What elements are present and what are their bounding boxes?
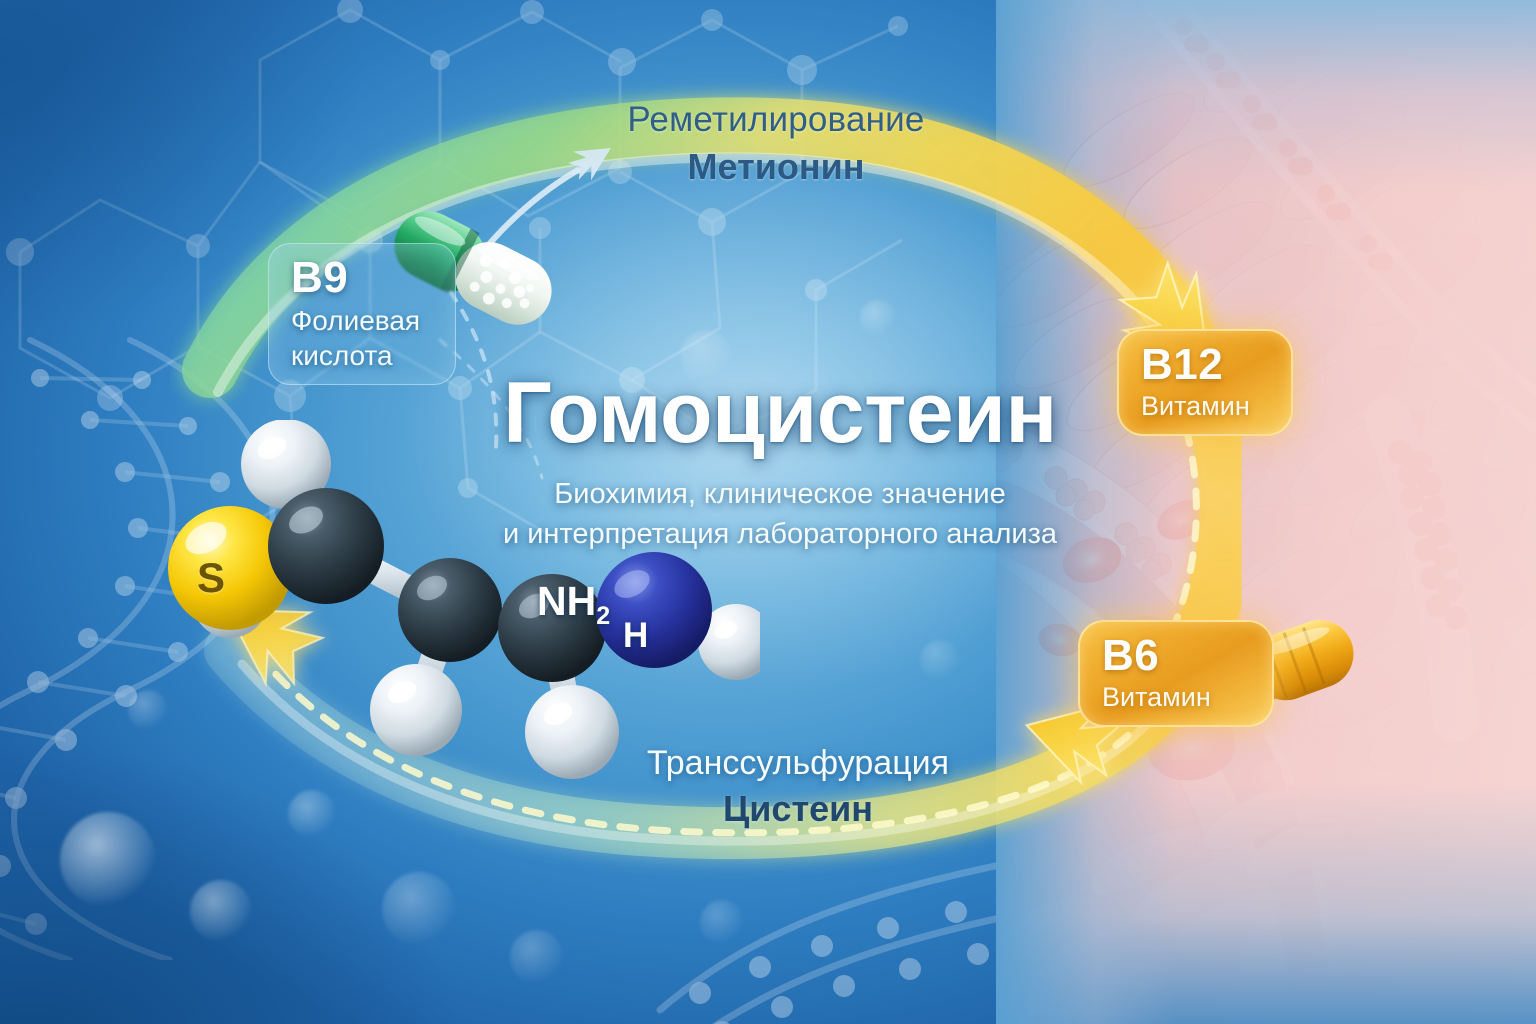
cysteine-product-text: Цистеин: [723, 788, 873, 829]
vitamin-b12-name: Витамин: [1141, 391, 1250, 421]
nitrogen-atom: [596, 552, 712, 668]
vitamin-badge-b12: B12 Витамин: [1117, 329, 1293, 436]
transsulfuration-process-text: Транссульфурация: [646, 744, 950, 782]
carbon-atom: [268, 488, 384, 604]
methionine-product-text: Метионин: [687, 146, 865, 187]
carbon-atom: [498, 574, 606, 682]
vitamin-badge-b9: B9 Фолиевая кислота: [268, 243, 456, 385]
vitamin-b6-code: B6: [1102, 631, 1160, 680]
remethylation-pathway-label: Реметилирование Метионин: [586, 100, 966, 188]
subtitle-line-2: и интерпретация лабораторного анализа: [502, 518, 1058, 551]
subtitle-line-1: Биохимия, клиническое значение: [554, 478, 1006, 510]
remethylation-process-text: Реметилирование: [627, 100, 925, 139]
vitamin-b9-code: B9: [291, 253, 349, 302]
vitamin-badge-b6: B6 Витамин: [1078, 620, 1274, 727]
page-subtitle: Биохимия, клиническое значение и интерпр…: [430, 474, 1130, 554]
page-title: Гомоцистеин: [503, 365, 1057, 461]
carbon-atom: [398, 558, 502, 662]
title-block: Гомоцистеин Биохимия, клиническое значен…: [430, 370, 1130, 554]
vitamin-b9-name-line1: Фолиевая: [291, 305, 421, 336]
transsulfuration-pathway-label: Транссульфурация Цистеин: [608, 744, 988, 830]
vitamin-b9-name-line2: кислота: [291, 340, 393, 371]
homocysteine-molecule: [168, 420, 760, 779]
vitamin-b6-name: Витамин: [1102, 682, 1211, 712]
vitamin-b12-code: B12: [1141, 340, 1224, 389]
